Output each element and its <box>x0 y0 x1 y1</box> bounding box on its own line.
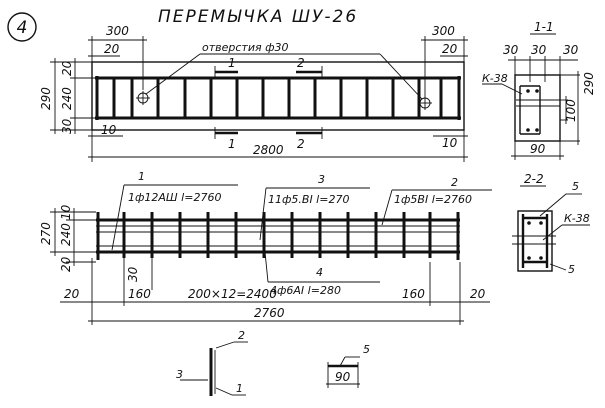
sec22-label-k38: К-38 <box>564 212 590 225</box>
detail-number: 4 <box>17 18 28 38</box>
top-transverse-bars <box>112 78 443 118</box>
sec22-label-5-top: 5 <box>572 180 579 193</box>
elevation: 1 1ф12АШ l=2760 3 11ф5.ВI l=270 2 1ф5ВI … <box>39 170 492 325</box>
section-mark-1-top: 1 <box>228 56 236 70</box>
dim-left-300: 300 <box>106 24 129 38</box>
detail-number-circle <box>7 12 37 42</box>
top-view: отверстия ф30 1 2 1 2 300 20 300 20 <box>39 24 468 162</box>
elev-dim-20: 20 <box>59 256 73 272</box>
callout-2-num: 2 <box>451 176 458 189</box>
detail-plate: 5 90 <box>326 343 370 388</box>
dim-right-20: 20 <box>442 42 458 56</box>
elev-dim-30: 30 <box>126 266 140 282</box>
elev-dim-20-right: 20 <box>470 287 486 301</box>
elev-dim-270: 270 <box>39 222 53 245</box>
sec22-outline <box>517 210 553 272</box>
elev-dim-160-left: 160 <box>128 287 151 301</box>
sec11-dim-30a: 30 <box>503 43 519 57</box>
dim-bottom-10-right: 10 <box>442 136 458 150</box>
sec11-dim-290: 290 <box>582 72 596 95</box>
dim-left-20: 20 <box>104 42 120 56</box>
dim-h-20: 20 <box>60 60 74 76</box>
section-1-1: 1-1 30 30 30 К-38 100 290 <box>482 20 596 160</box>
callout-2-spec: 1ф5ВI l=2760 <box>394 193 472 206</box>
dim-h-290: 290 <box>39 87 53 110</box>
detail-frame-n3: 3 <box>176 368 183 381</box>
sec11-dim-30c: 30 <box>563 43 579 57</box>
dim-length-2800: 2800 <box>253 143 284 157</box>
callout-3-num: 3 <box>318 173 325 186</box>
section-1-1-title: 1-1 <box>534 20 554 34</box>
elev-dim-10: 10 <box>59 204 73 220</box>
elev-vertical-bars <box>96 212 460 260</box>
elev-dim-160-right: 160 <box>402 287 425 301</box>
sec11-outline <box>514 74 561 142</box>
elev-dim-total: 2760 <box>254 306 285 320</box>
header: 4 ПЕРЕМЫЧКА ШУ-26 <box>7 7 358 42</box>
top-view-outline <box>91 61 465 131</box>
section-2-2-title: 2-2 <box>524 172 544 186</box>
detail-frame-n1: 1 <box>236 382 243 395</box>
callout-1-num: 1 <box>138 170 145 183</box>
detail-plate-w90: 90 <box>335 370 351 384</box>
callout-4-spec: 4ф6АI l=280 <box>270 284 341 297</box>
hole-label: отверстия ф30 <box>202 41 289 54</box>
section-2-2: 2-2 5 К-38 5 <box>512 172 590 276</box>
sec11-dim-100: 100 <box>564 99 578 122</box>
callout-3-spec: 11ф5.ВI l=270 <box>268 193 349 206</box>
section-mark-1-bottom: 1 <box>228 137 236 151</box>
sec11-dim-90: 90 <box>530 142 546 156</box>
sec22-label-5-bottom: 5 <box>568 263 575 276</box>
sec11-label-k38: К-38 <box>482 72 508 85</box>
elev-dim-20-left: 20 <box>64 287 80 301</box>
dim-h-30: 30 <box>60 118 74 134</box>
elev-dim-span: 200×12=2400 <box>188 287 277 301</box>
section-mark-2-bottom: 2 <box>297 137 305 151</box>
dim-right-300: 300 <box>432 24 455 38</box>
detail-frame-n2: 2 <box>238 329 245 342</box>
elev-dim-240: 240 <box>59 223 73 246</box>
sec11-dim-30b: 30 <box>531 43 547 57</box>
section-mark-2-top: 2 <box>297 56 305 70</box>
page-title: ПЕРЕМЫЧКА ШУ-26 <box>158 7 358 27</box>
detail-plate-n5: 5 <box>363 343 370 356</box>
dim-h-240: 240 <box>60 87 74 110</box>
callout-4-num: 4 <box>316 266 323 279</box>
detail-frame: 2 3 1 <box>176 329 248 396</box>
callout-1-spec: 1ф12АШ l=2760 <box>128 191 221 204</box>
dim-bottom-10-left: 10 <box>101 123 117 137</box>
